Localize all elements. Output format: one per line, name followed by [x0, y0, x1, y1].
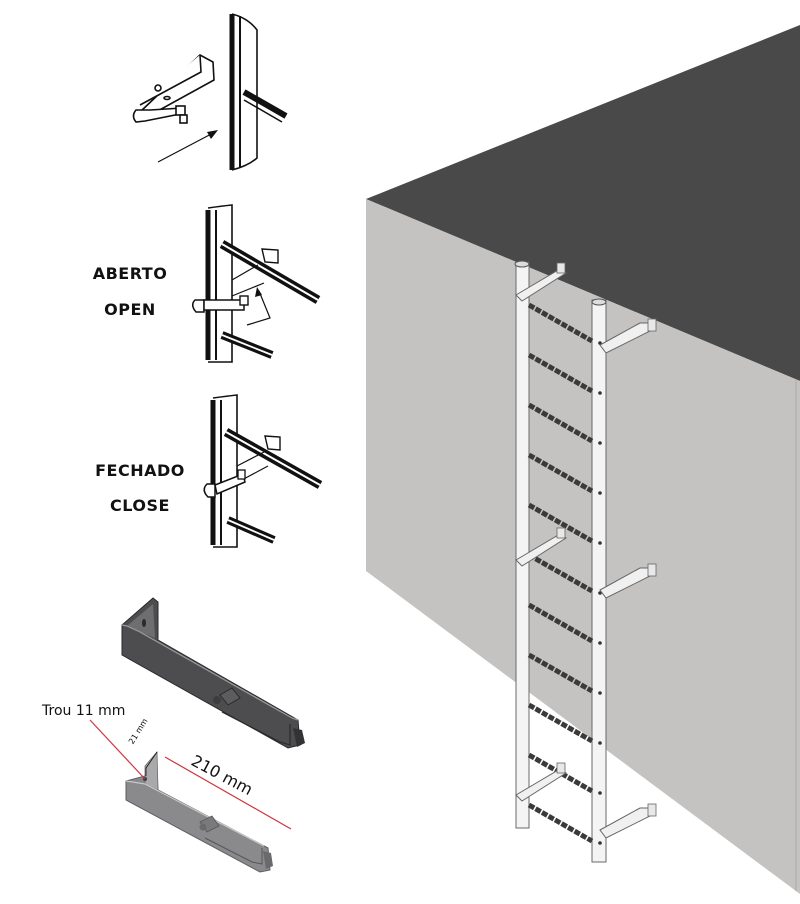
wall-bracket-left — [515, 533, 567, 567]
rung-bolt — [598, 341, 602, 345]
bracket-plate — [647, 563, 657, 577]
detail-latch-open — [192, 204, 321, 363]
hole-leader-line — [89, 719, 146, 780]
hole-dimension-label: Trou 11 mm — [42, 703, 126, 719]
state-open-label-pt: ABERTO — [92, 264, 168, 283]
bracket-plate — [647, 318, 657, 332]
building — [366, 25, 800, 894]
ladder-rung — [527, 602, 594, 644]
bracket-plate — [647, 803, 657, 817]
wall-bracket-left — [515, 268, 567, 302]
insert-arrow-icon — [157, 130, 218, 163]
ladder-rung — [527, 452, 594, 494]
rung-bolt — [598, 441, 602, 445]
ladder-rung — [527, 702, 594, 744]
ladder — [514, 260, 657, 863]
detail-latch-closed — [203, 394, 323, 548]
rung-bolt — [598, 541, 602, 545]
ladder-rung — [527, 802, 594, 844]
left-rail-cap — [514, 260, 530, 268]
ladder-rung — [527, 502, 594, 544]
mounting-bracket — [132, 54, 215, 124]
bracket-plate — [556, 762, 566, 774]
rung-bolt — [598, 641, 602, 645]
detail-bracket-approach — [132, 13, 288, 171]
state-open-label-en: OPEN — [104, 300, 156, 319]
rung-bolt — [598, 391, 602, 395]
bracket-plate — [556, 527, 566, 539]
ladder-rail-section — [229, 13, 288, 171]
rung-bolt — [598, 491, 602, 495]
ladder-left-rail — [515, 261, 530, 829]
ladder-rung — [527, 652, 594, 694]
ladder-rung — [527, 302, 594, 344]
rotate-arrow-icon — [246, 287, 271, 326]
ladder-right-rail — [591, 299, 607, 863]
wall-surface — [366, 199, 800, 894]
dimension-lines — [89, 719, 292, 830]
state-closed-label-pt: FECHADO — [95, 461, 185, 480]
length-dimension-line — [164, 756, 292, 830]
rung-bolt — [598, 791, 602, 795]
width-dimension-mark — [145, 751, 158, 776]
ladder-rung — [527, 402, 594, 444]
rung-bolt — [598, 691, 602, 695]
wall-bracket-left — [515, 768, 567, 802]
bracket-plate — [556, 262, 566, 274]
rung-bolt — [598, 591, 602, 595]
state-closed-label-en: CLOSE — [110, 496, 170, 515]
bracket-3d-light — [125, 750, 273, 873]
rung-bolt — [598, 741, 602, 745]
roof-surface — [366, 25, 800, 381]
ladder-rung — [527, 552, 594, 594]
bracket-3d-dark — [121, 597, 305, 749]
rung-bolt — [598, 841, 602, 845]
right-rail-cap — [591, 298, 607, 306]
ladder-rung — [527, 752, 594, 794]
ladder-rung — [527, 352, 594, 394]
wall-bracket-right — [599, 807, 653, 839]
